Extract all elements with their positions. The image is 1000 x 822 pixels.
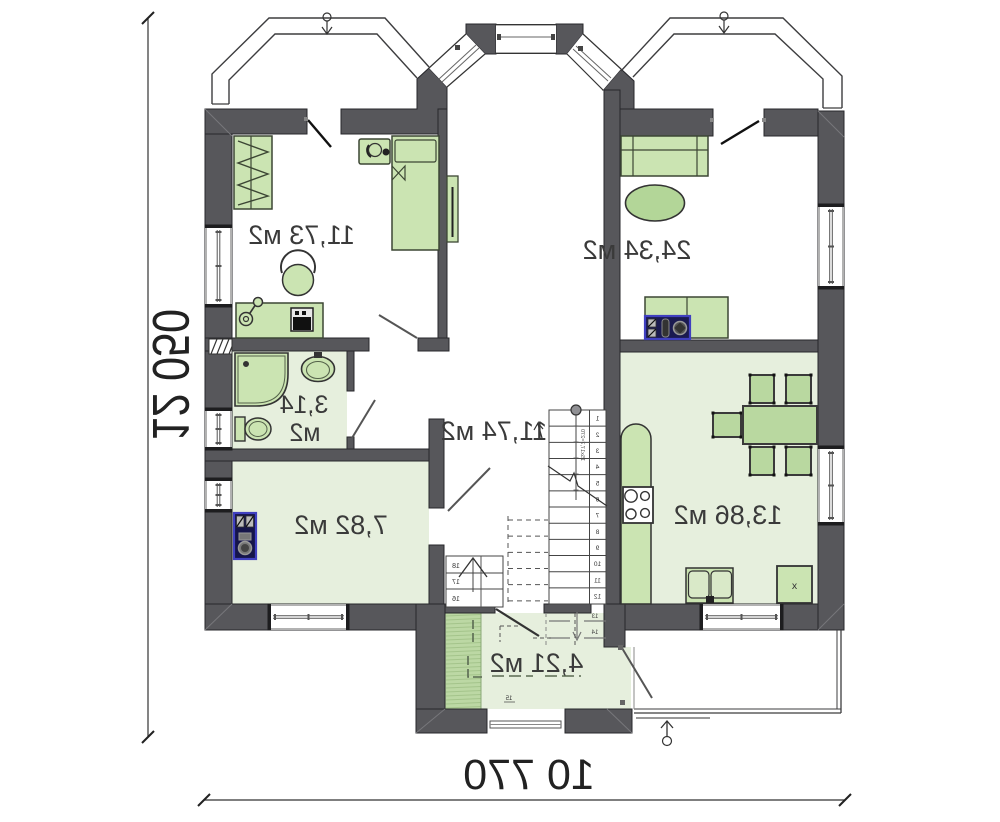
svg-text:9: 9: [595, 545, 599, 552]
svg-text:8: 8: [595, 529, 599, 536]
svg-text:10: 10: [594, 561, 602, 568]
svg-text:2: 2: [595, 432, 599, 439]
svg-text:7,82 м2: 7,82 м2: [294, 510, 388, 540]
svg-text:3: 3: [595, 448, 599, 455]
svg-text:12: 12: [594, 593, 602, 600]
svg-text:13: 13: [591, 614, 598, 620]
svg-text:16: 16: [452, 596, 460, 603]
svg-text:12 050: 12 050: [141, 309, 199, 441]
svg-text:15: 15: [505, 696, 512, 702]
svg-text:15x17,7=270: 15x17,7=270: [579, 429, 585, 461]
svg-text:17: 17: [452, 579, 460, 586]
svg-text:14: 14: [591, 630, 598, 636]
svg-text:4: 4: [595, 464, 599, 471]
svg-text:11: 11: [594, 577, 601, 584]
svg-text:18: 18: [452, 563, 460, 570]
svg-text:11,74 м2: 11,74 м2: [441, 416, 548, 446]
svg-text:1: 1: [595, 416, 599, 423]
svg-text:24,34 м2: 24,34 м2: [583, 235, 692, 265]
svg-text:x: x: [791, 580, 797, 592]
svg-text:11,73 м2: 11,73 м2: [248, 220, 355, 250]
svg-text:13,86 м2: 13,86 м2: [674, 500, 783, 530]
svg-text:3,14: 3,14: [280, 391, 329, 419]
svg-text:10 770: 10 770: [463, 751, 595, 799]
svg-text:4,21 м2: 4,21 м2: [490, 648, 584, 678]
svg-text:м2: м2: [289, 419, 320, 447]
svg-text:5: 5: [595, 480, 599, 487]
svg-text:7: 7: [595, 513, 599, 520]
